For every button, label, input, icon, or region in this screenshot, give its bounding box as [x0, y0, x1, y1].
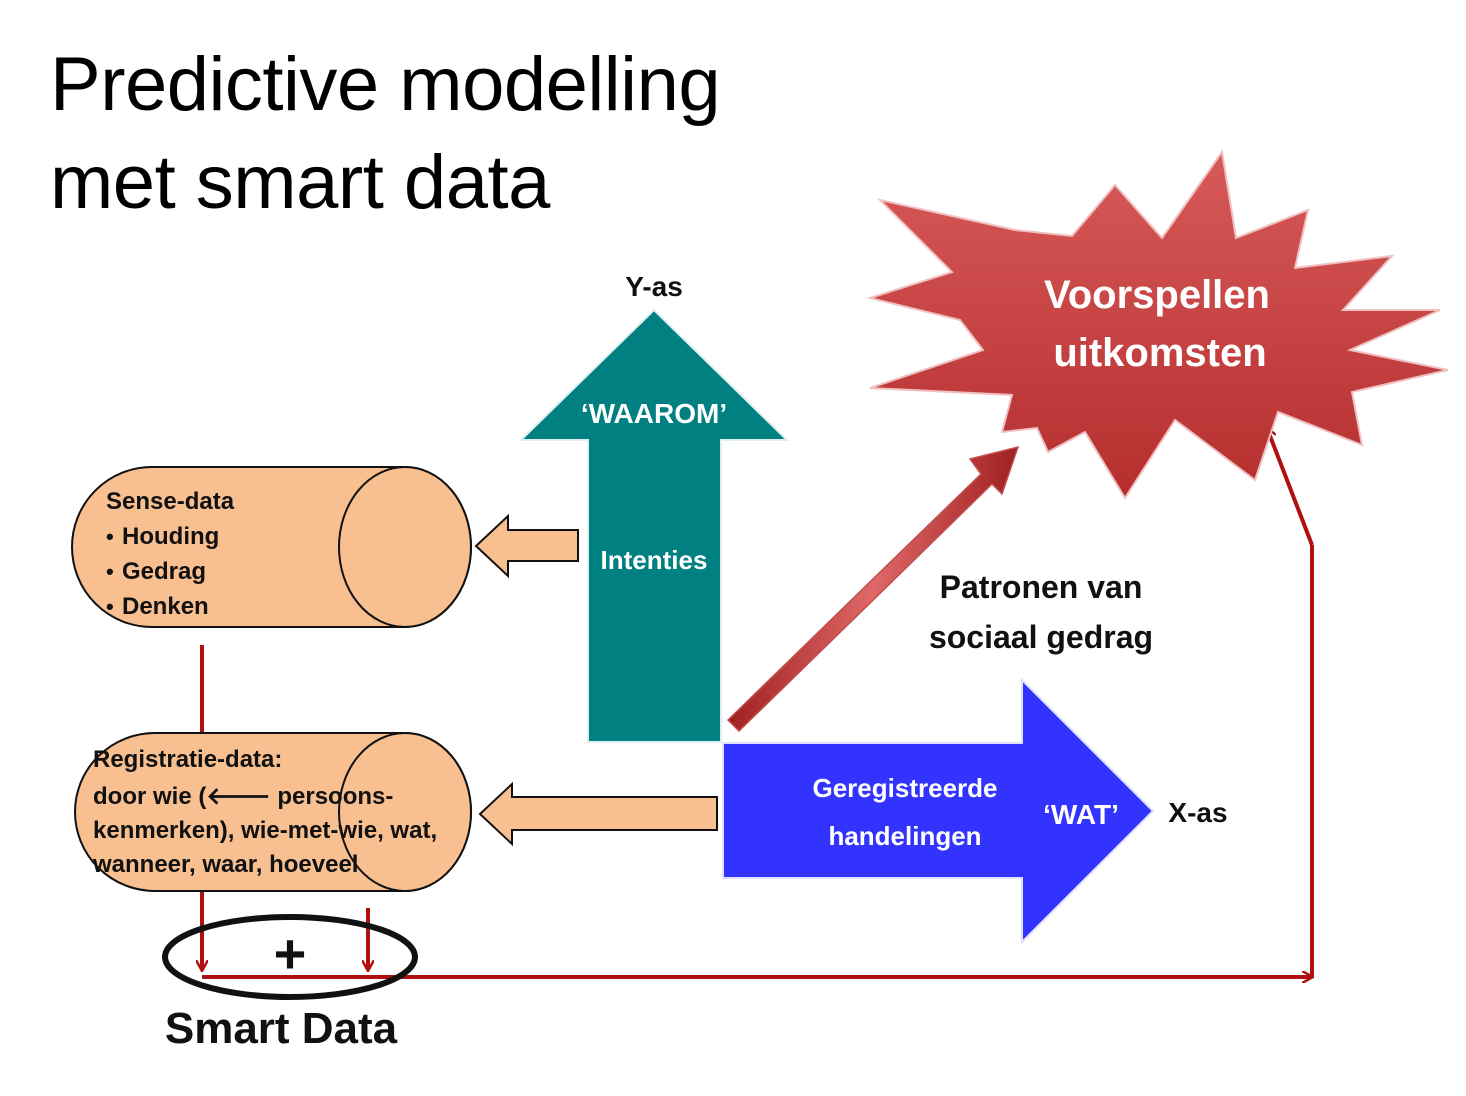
x-axis-arrow-shape	[722, 677, 1155, 945]
title-line-2: met smart data	[50, 140, 550, 225]
smart-data-ellipse	[162, 914, 418, 1000]
right-diagonal-line	[1267, 428, 1314, 546]
title-line-1: Predictive modelling	[50, 42, 721, 127]
registratie-data-line-2: door wie (🡐 persoons-	[93, 783, 393, 810]
slide-title: Predictive modelling met smart data	[50, 36, 721, 232]
x-axis-arrow-body-line-2: handelingen	[828, 821, 981, 851]
sense-data-item-2: Gedrag	[122, 558, 206, 585]
sense-data-item-3: Denken	[122, 593, 209, 620]
starburst-line-2: uitkomsten	[1053, 331, 1266, 375]
plus-symbol-text: +	[274, 922, 307, 985]
registratie-data-cylinder: Registratie-data: door wie (🡐 persoons- …	[74, 732, 472, 892]
y-axis-label: Y-as	[625, 271, 683, 302]
y-axis-arrow: ‘WAAROM’ Intenties	[518, 308, 790, 743]
sense-data-bullet-3: •	[106, 594, 114, 619]
plus-symbol: +	[274, 922, 307, 985]
sense-data-cylinder-end	[338, 466, 472, 628]
diagonal-arrow	[726, 445, 1020, 733]
x-axis-label: X-as	[1168, 797, 1227, 828]
x-axis-arrow-head-text: ‘WAT’	[1043, 799, 1119, 830]
starburst-polygon	[866, 149, 1449, 500]
sense-data-cylinder: Sense-data • Houding • Gedrag • Denken	[71, 466, 472, 628]
x-axis-arrow-body-line-1: Geregistreerde	[813, 773, 998, 803]
diagonal-label-line-1: Patronen van	[940, 569, 1143, 605]
sense-data-bullet-2: •	[106, 559, 114, 584]
starburst-line-1: Voorspellen	[1044, 273, 1270, 317]
x-axis-arrow: Geregistreerde handelingen ‘WAT’	[722, 677, 1155, 945]
diagonal-arrow-shape	[726, 445, 1020, 733]
registratie-data-pointer-arrow	[478, 781, 718, 847]
starburst-shape: Voorspellen uitkomsten	[866, 149, 1449, 500]
registratie-data-line-1: Registratie-data:	[93, 746, 282, 773]
y-axis-arrow-head-text: ‘WAAROM’	[581, 398, 727, 429]
diagonal-label-line-2: sociaal gedrag	[929, 619, 1153, 655]
sense-data-item-1: Houding	[122, 523, 219, 550]
sense-data-pointer-arrow	[474, 513, 579, 579]
registratie-data-line-3: kenmerken), wie-met-wie, wat,	[93, 817, 437, 844]
smart-data-label: Smart Data	[165, 1004, 398, 1053]
sense-data-bullet-1: •	[106, 524, 114, 549]
sense-data-heading: Sense-data	[106, 488, 235, 515]
registratie-data-line-4: wanneer, waar, hoeveel	[92, 851, 358, 878]
connector-lines	[202, 428, 1314, 977]
registratie-data-cylinder-end	[338, 732, 472, 892]
y-axis-arrow-shape	[518, 308, 790, 743]
y-axis-arrow-body-text: Intenties	[601, 545, 708, 575]
